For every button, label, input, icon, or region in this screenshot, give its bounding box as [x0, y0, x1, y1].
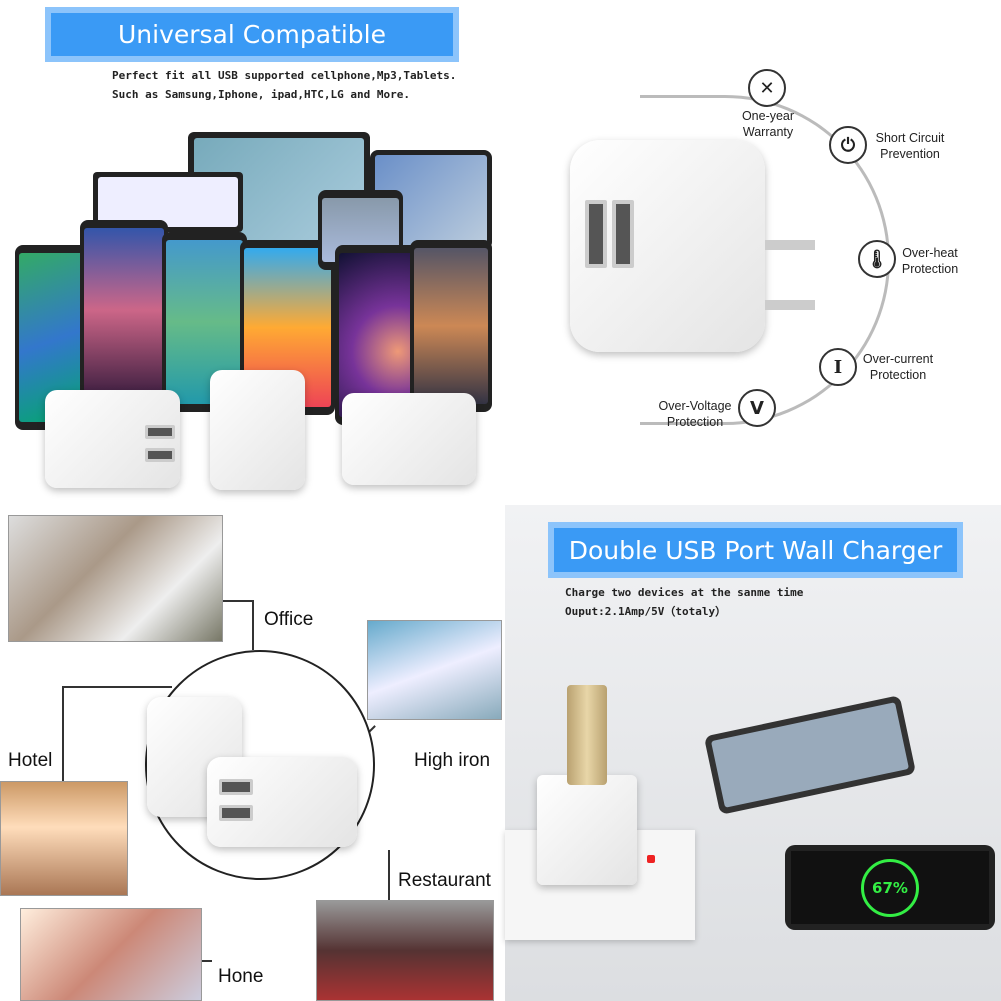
charge-percentage: 67% — [861, 858, 919, 917]
power-icon: ⏻ — [829, 126, 867, 164]
subtitle-line: Such as Samsung,Iphone, ipad,HTC,LG and … — [112, 88, 411, 101]
restaurant-photo — [316, 900, 494, 1001]
compat-subtitle: Perfect fit all USB supported cellphone,… — [112, 66, 456, 104]
thermometer-icon: 🌡 — [858, 240, 896, 278]
hotel-photo — [0, 781, 128, 896]
power-indicator — [647, 855, 655, 863]
scene-label-high-iron: High iron — [414, 750, 491, 771]
banner-title: Double USB Port Wall Charger — [554, 528, 957, 572]
phone — [80, 220, 168, 400]
usb-cable-plug — [567, 685, 607, 785]
double-usb-banner: Double USB Port Wall Charger — [548, 522, 963, 578]
voltage-icon: V — [738, 389, 776, 427]
office-photo — [8, 515, 223, 642]
charger — [537, 775, 637, 885]
charger — [342, 393, 476, 485]
charger-subtitle: Charge two devices at the sanme time Oup… — [565, 583, 803, 621]
scene-label-office: Office — [264, 609, 314, 630]
charger — [207, 757, 357, 847]
phone-charging — [703, 695, 917, 815]
phone — [410, 240, 492, 412]
universal-compatible-banner: Universal Compatible — [45, 7, 459, 62]
subtitle-line: Perfect fit all USB supported cellphone,… — [112, 69, 457, 82]
charger — [210, 370, 305, 490]
home-photo — [20, 908, 202, 1001]
banner-title: Universal Compatible — [51, 13, 453, 56]
charger — [45, 390, 180, 488]
scene-label-home: Hone — [218, 966, 264, 987]
scene-label-restaurant: Restaurant — [398, 870, 491, 891]
charger-circle — [145, 650, 375, 880]
phone-charging: 67% — [785, 845, 995, 930]
subtitle-line: Charge two devices at the sanme time — [565, 586, 804, 599]
scene-label-hotel: Hotel — [8, 750, 53, 771]
charging-scene: 67% — [505, 505, 1001, 1001]
high-iron-photo — [367, 620, 502, 720]
tools-icon: ✕ — [748, 69, 786, 107]
subtitle-line: Ouput:2.1Amp/5V（totaly） — [565, 605, 727, 618]
current-icon: I — [819, 348, 857, 386]
